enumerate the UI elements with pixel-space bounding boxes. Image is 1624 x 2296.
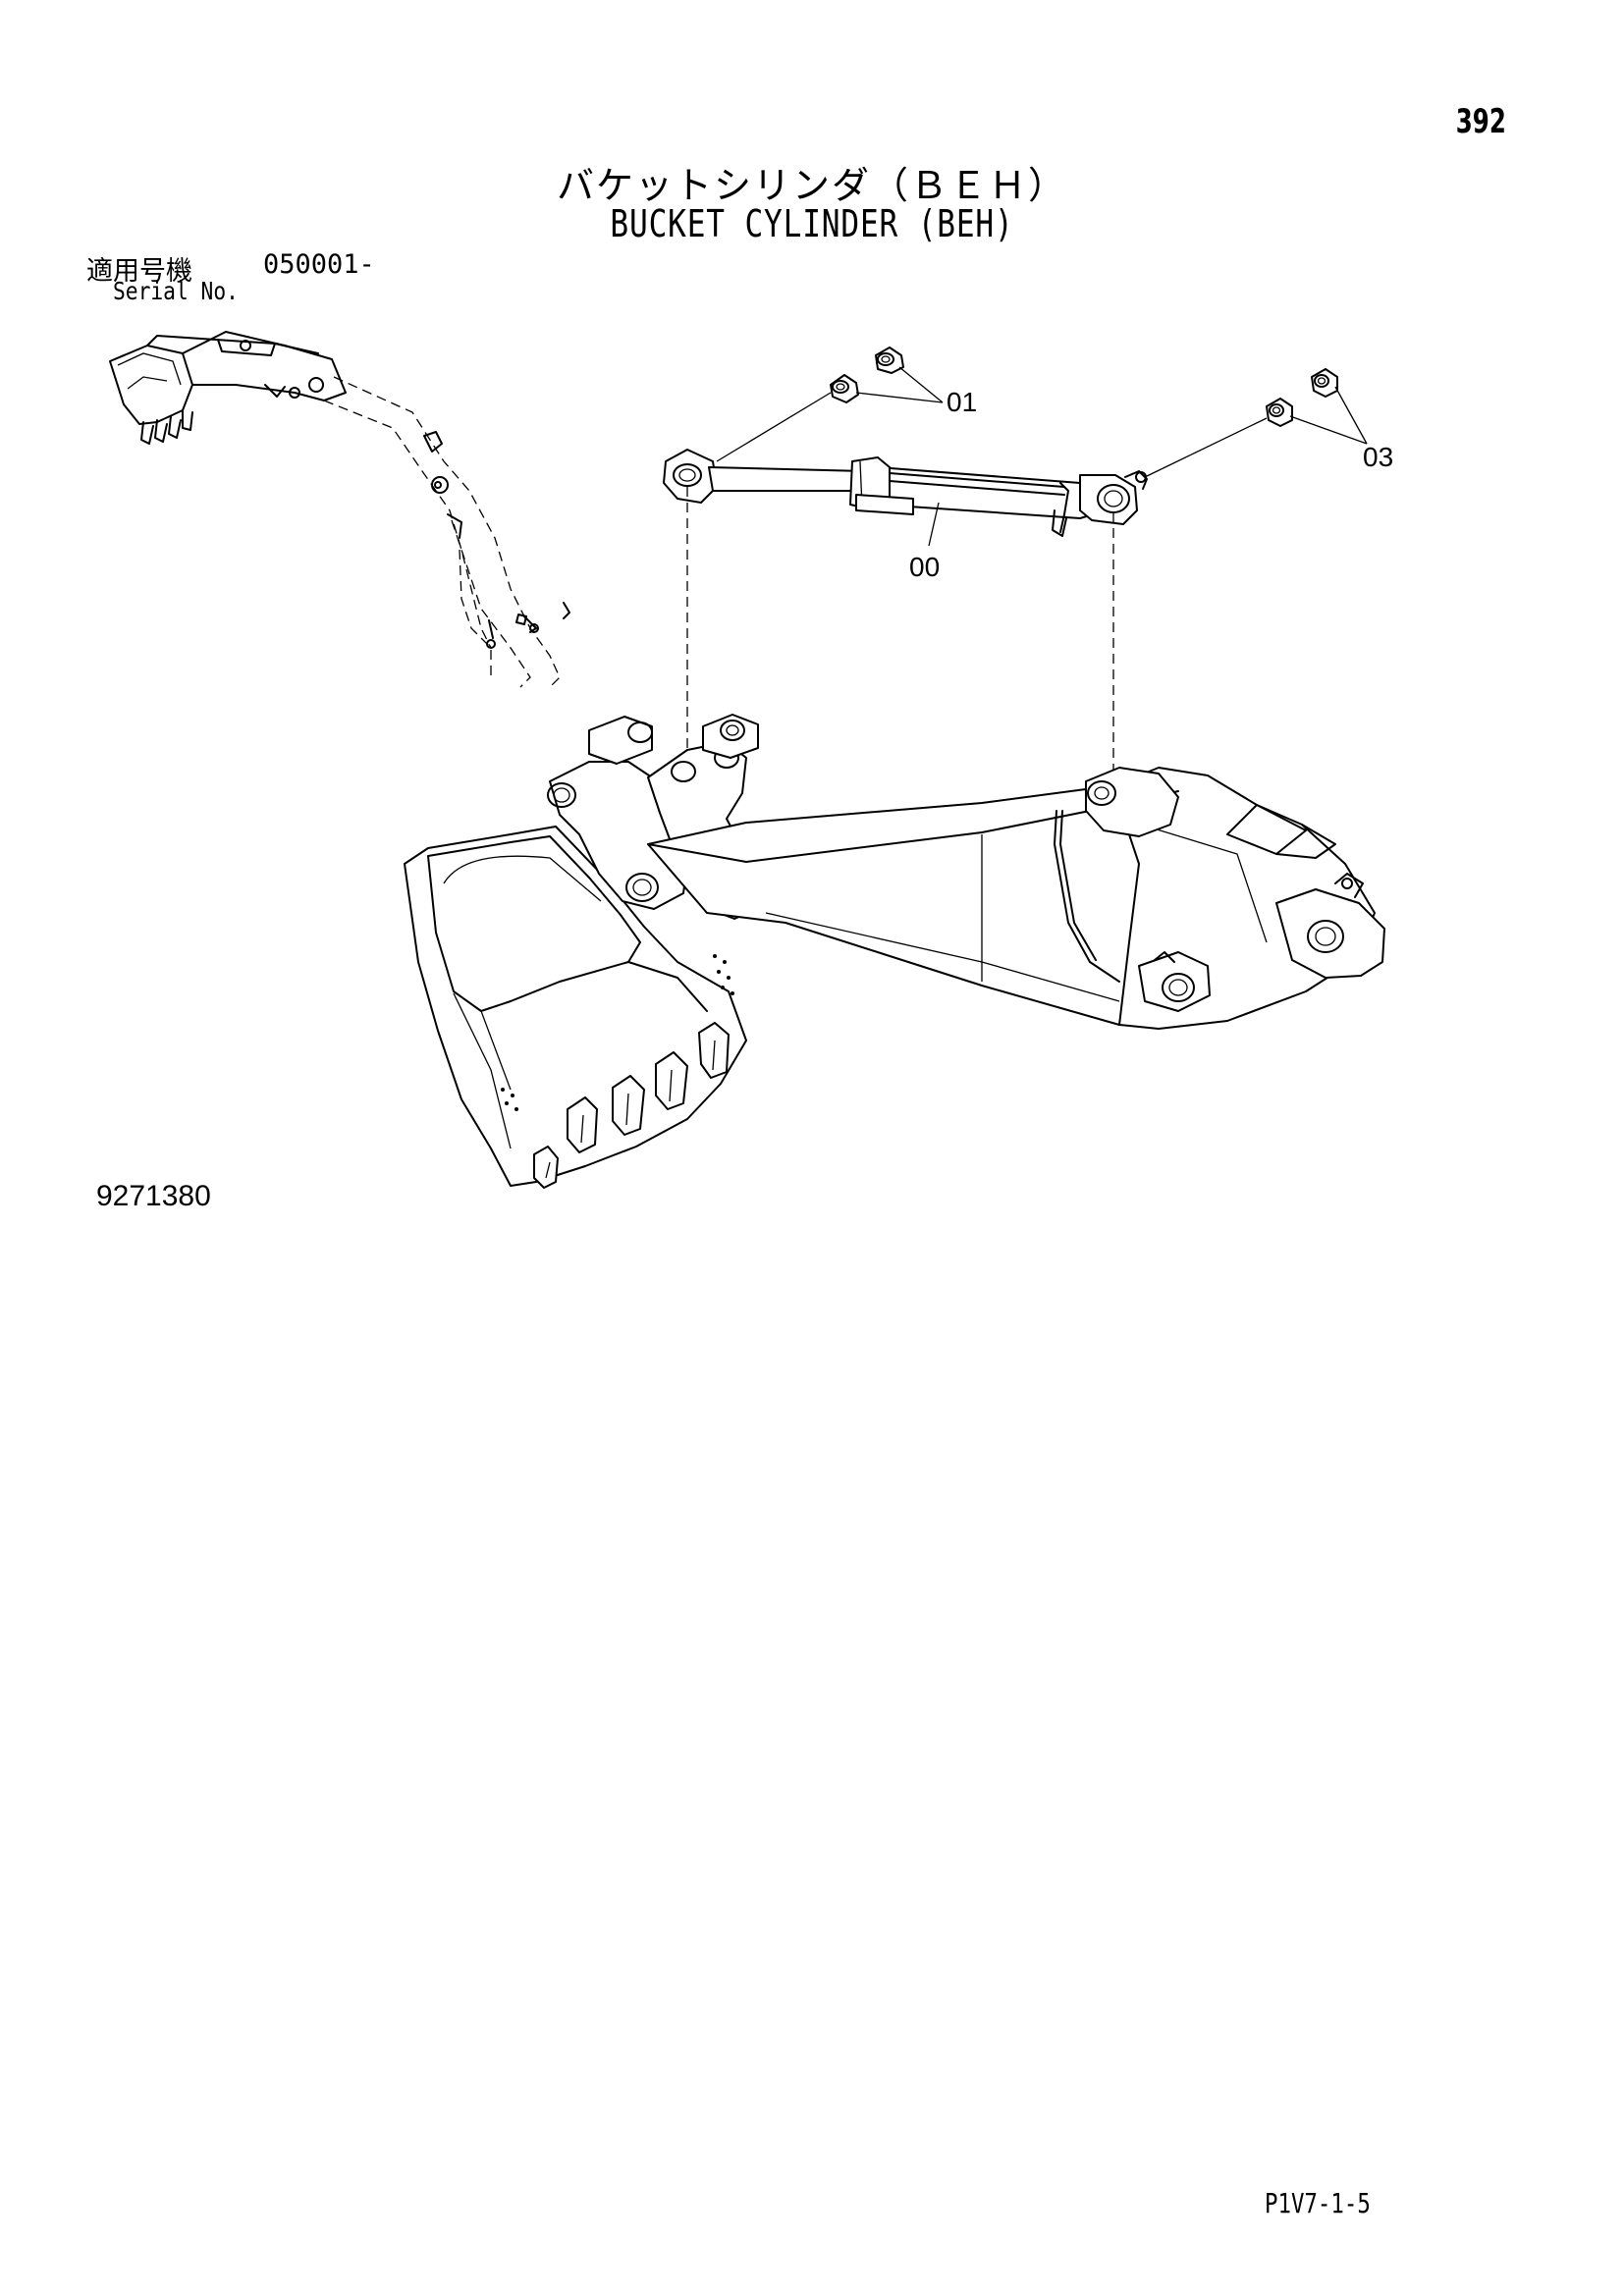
arm-boom-boss — [1275, 888, 1385, 979]
location-thumbnail — [109, 331, 570, 688]
callout-00: 00 — [909, 552, 941, 582]
bucket-teeth — [533, 1022, 730, 1189]
serial-number-value: 050001- — [263, 249, 375, 280]
cylinder-rod — [708, 466, 865, 492]
arm-bucket-assembly — [404, 714, 1385, 1189]
thumbnail-boom — [333, 376, 561, 688]
bushing-rod-end-a — [830, 374, 859, 403]
thumbnail-arm — [182, 331, 347, 401]
bucket-link — [549, 761, 688, 910]
bushing-head-end-b — [1311, 368, 1338, 398]
page-number: 392 — [1455, 102, 1506, 141]
cylinder-pipe — [889, 472, 1065, 488]
title-english: BUCKET CYLINDER (BEH) — [610, 202, 1014, 245]
cylinder-rod-eye — [663, 449, 718, 504]
title-japanese: バケットシリンダ（ＢＥＨ） — [556, 164, 1067, 207]
bucket-cylinder — [663, 449, 1148, 547]
serial-label-english: Serial No. — [113, 277, 239, 305]
arm — [647, 767, 1376, 1030]
callout-03: 03 — [1363, 442, 1394, 472]
thumbnail-bucket-teeth — [140, 409, 193, 445]
bushing-head-end-a — [1266, 398, 1293, 427]
arm-pipe — [1054, 810, 1120, 983]
bushing-rod-end-b — [875, 347, 904, 374]
page-code: P1V7-1-5 — [1265, 2187, 1371, 2219]
bushings-03 — [1266, 368, 1368, 445]
bushings-01 — [830, 347, 944, 403]
bucket-weld-dots — [501, 954, 734, 1111]
callout-01: 01 — [947, 387, 978, 417]
drawing-number: 9271380 — [96, 1180, 211, 1212]
serial-label-japanese: 適用号機 — [86, 256, 192, 287]
